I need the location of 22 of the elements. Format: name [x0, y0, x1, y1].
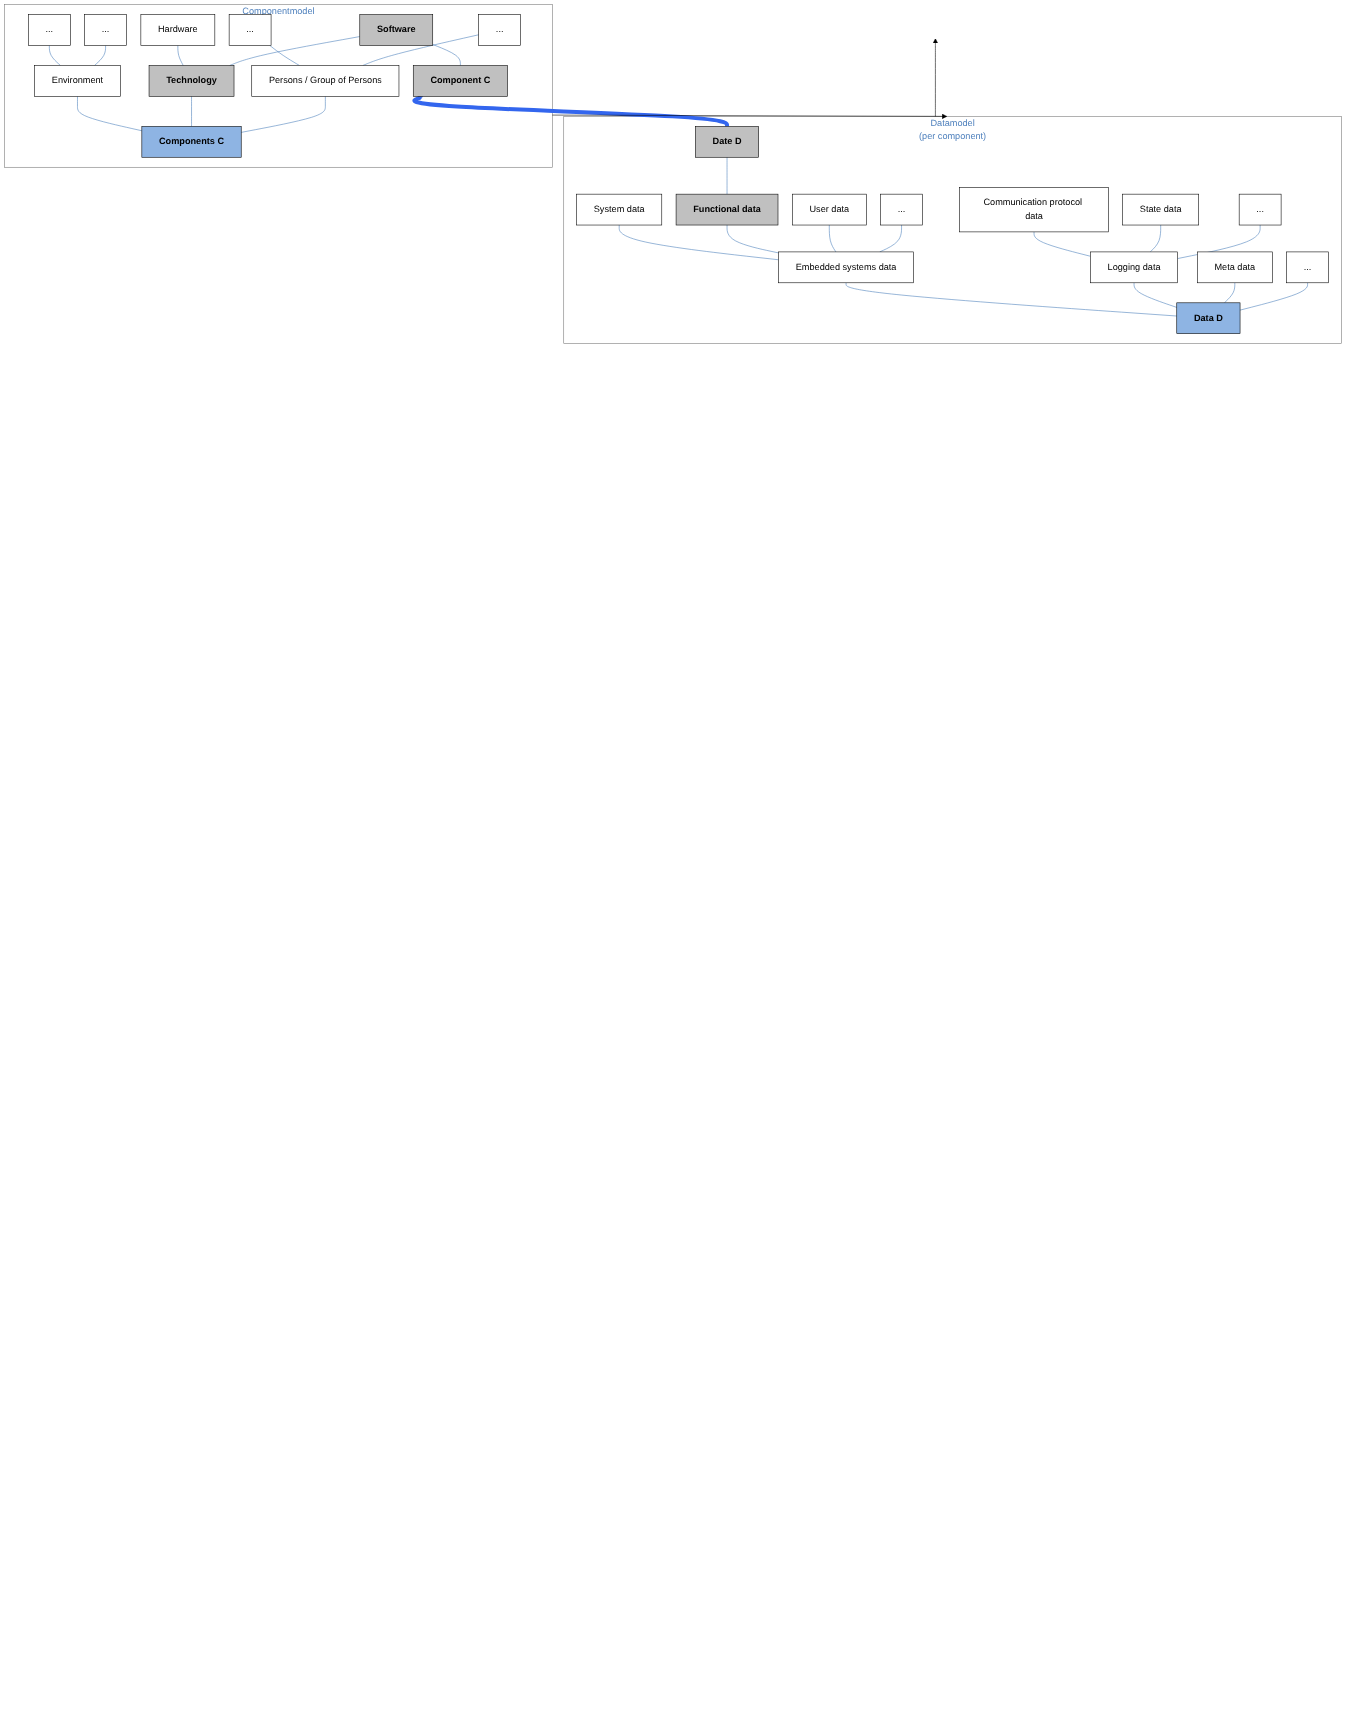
connector: [94, 45, 106, 66]
connector: [618, 224, 779, 261]
connector: [726, 224, 779, 254]
connector: [726, 157, 728, 195]
connector: [191, 96, 192, 127]
connector: [1239, 282, 1308, 311]
connector: [240, 96, 326, 133]
connector: [432, 44, 461, 66]
connector: [1033, 231, 1091, 257]
connector: [229, 36, 361, 66]
connector: [362, 34, 479, 66]
connector: [49, 45, 61, 66]
connector: [829, 224, 837, 253]
connector: [845, 282, 1178, 317]
arrow: [413, 95, 730, 127]
connector: [1224, 282, 1236, 304]
connector: [1149, 224, 1161, 253]
connector: [269, 45, 300, 66]
connector: [1133, 282, 1178, 308]
connector: [77, 96, 143, 132]
connector: [177, 45, 184, 66]
connector: [879, 224, 902, 253]
